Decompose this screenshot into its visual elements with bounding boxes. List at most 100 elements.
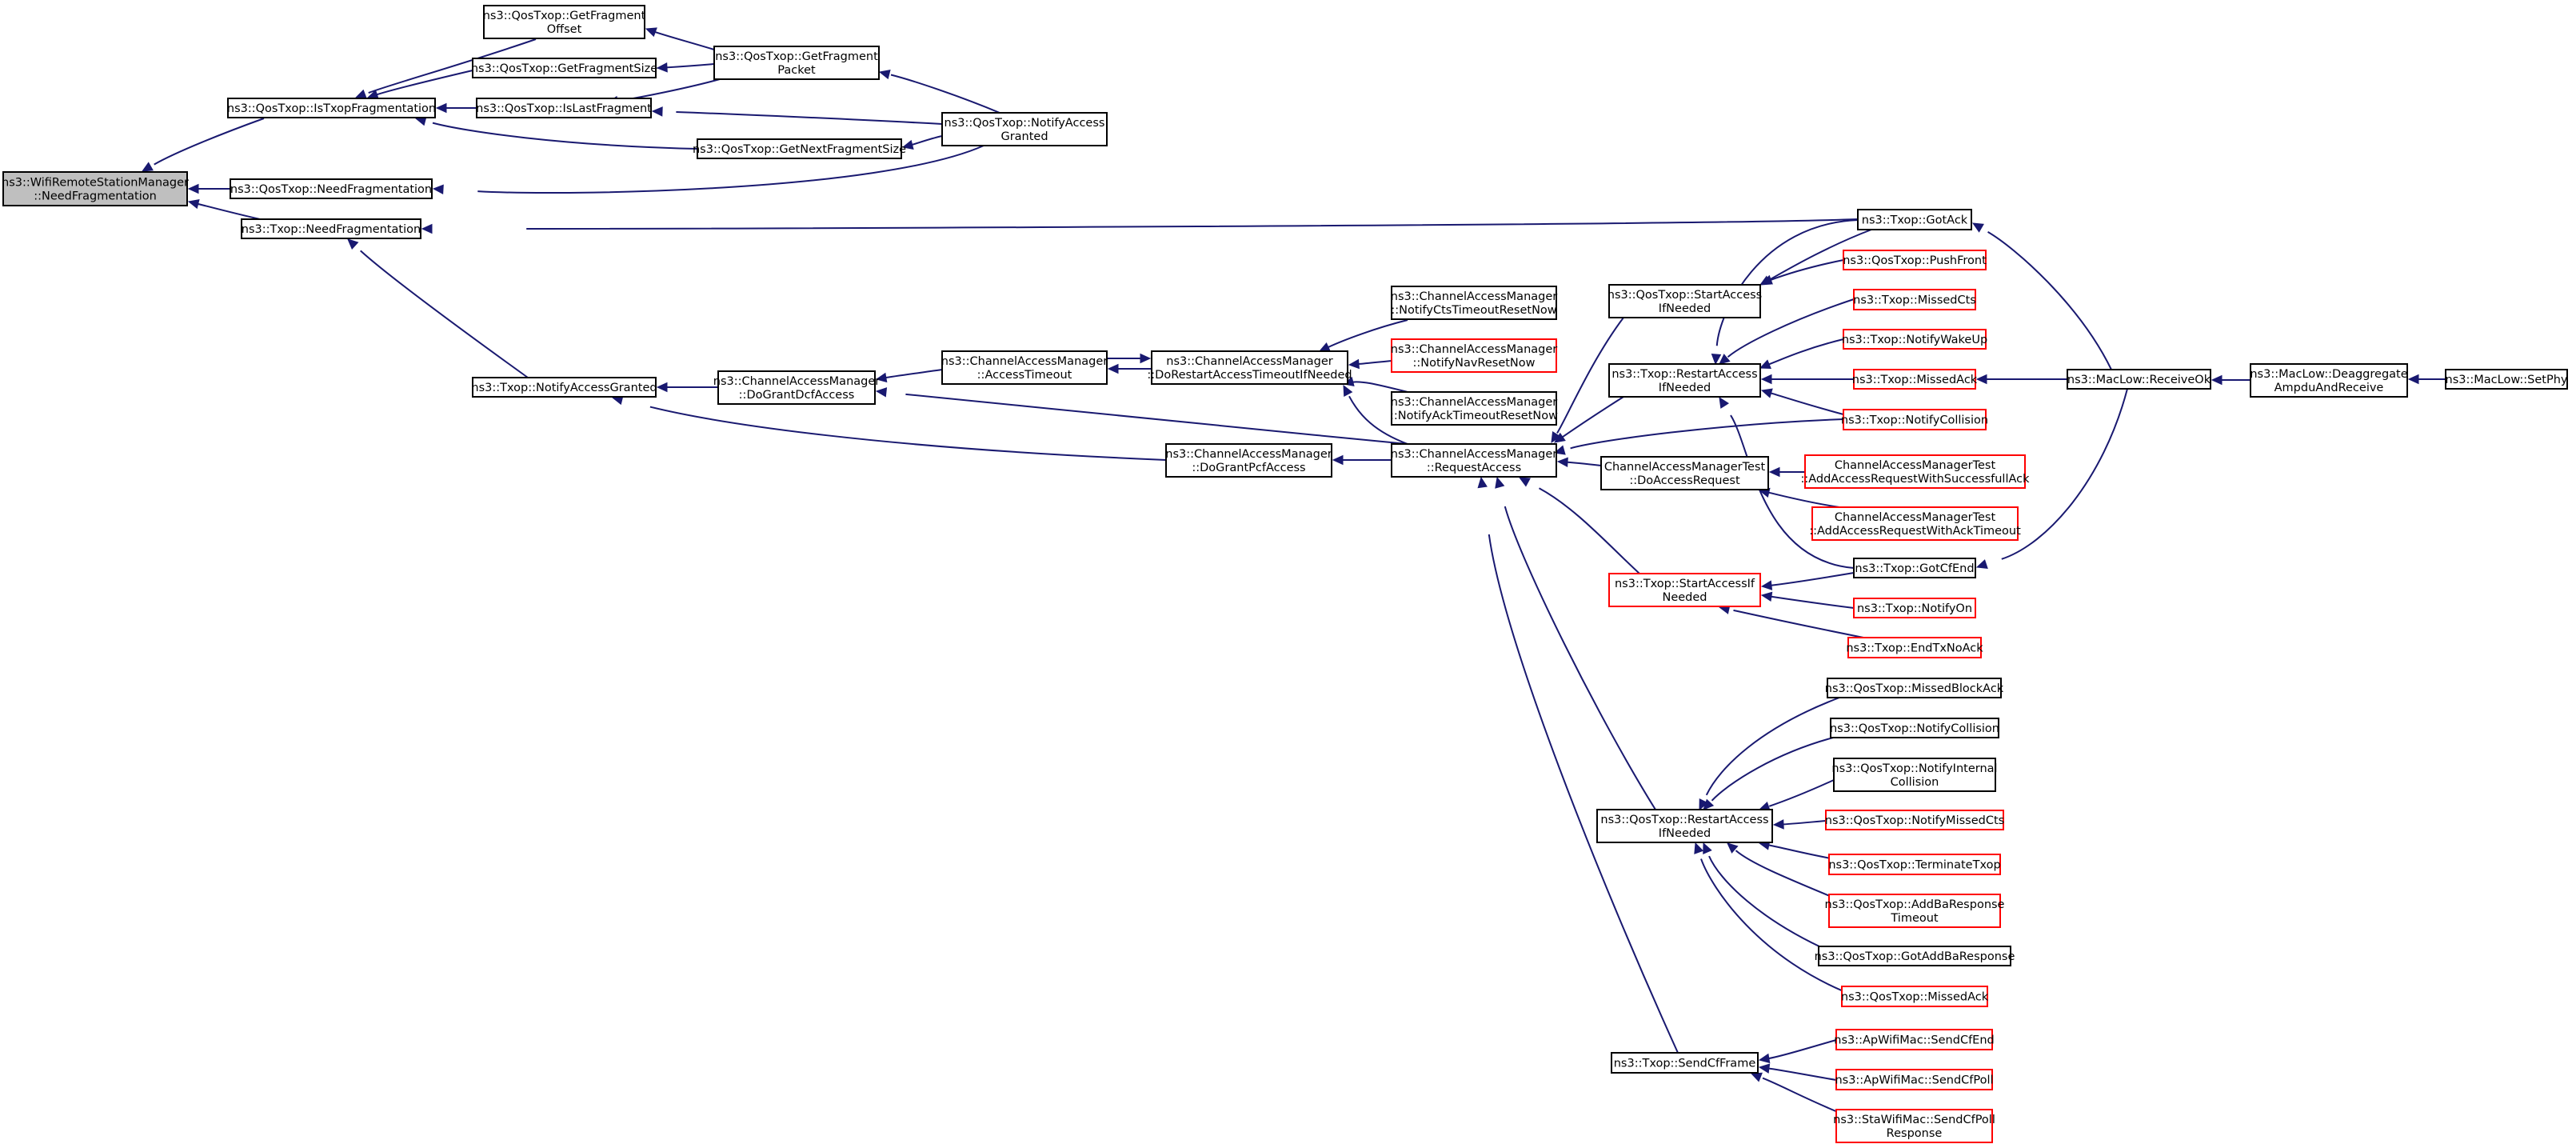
node-label: Needed [1662, 591, 1707, 604]
node-label: IfNeeded [1659, 302, 1711, 315]
node-qNotifyMissedCts[interactable]: ns3::QosTxop::NotifyMissedCts [1825, 810, 2004, 830]
node-box [1843, 409, 1987, 430]
edge-camRequestAccess-to-camDoGrantPcf [1332, 454, 1392, 466]
node-label: ns3::MacLow::Deaggregate [2250, 368, 2407, 381]
node-label: ns3::QosTxop::GotAddBaResponse [1815, 950, 2015, 963]
node-tMissedCts[interactable]: ns3::Txop::MissedCts [1853, 289, 1976, 310]
node-label: ns3::ChannelAccessManager [1391, 448, 1558, 461]
node-qPushFront[interactable]: ns3::QosTxop::PushFront [1843, 250, 1987, 270]
node-tGotAck[interactable]: ns3::Txop::GotAck [1857, 209, 1972, 230]
edge-tRestartAccess-to-camRequestAccess [1554, 396, 1624, 443]
edge-macReceiveOk-to-tGotCfEnd [1975, 388, 2128, 570]
node-label: AmpduAndReceive [2274, 382, 2384, 394]
node-box [1843, 329, 1987, 350]
node-camtTimeout[interactable]: ChannelAccessManagerTest::AddAccessReque… [1809, 506, 2021, 541]
node-box [1818, 946, 2011, 966]
edge-qGetFragPacket-to-qGetFragOffset [645, 27, 715, 50]
edge-camNotifyAck-to-camDoRestart [1342, 376, 1408, 393]
node-label: ns3::QosTxop::NotifyAccess [945, 117, 1105, 130]
node-root[interactable]: ns3::WifiRemoteStationManager::NeedFragm… [2, 171, 189, 206]
edge-tGotCfEnd-to-tRestartAccess [1719, 396, 1855, 569]
node-box [1833, 758, 1996, 792]
edge-tMissedAck-to-tRestartAccess [1760, 374, 1854, 385]
edge-qNotifyAccessGranted-to-qGetNextFragSize [901, 135, 943, 150]
node-tNotifyCollision[interactable]: ns3::Txop::NotifyCollision [1841, 409, 1988, 430]
node-camDoGrantDcf[interactable]: ns3::ChannelAccessManager::DoGrantDcfAcc… [713, 370, 881, 405]
node-box [1825, 810, 2004, 830]
node-camNotifyNav[interactable]: ns3::ChannelAccessManager::NotifyNavRese… [1391, 338, 1558, 373]
node-label: ns3::ApWifiMac::SendCfEnd [1834, 1034, 1995, 1047]
edge-tNotifyCollision-to-camRequestAccess [1553, 418, 1844, 455]
node-tMissedAck[interactable]: ns3::Txop::MissedAck [1852, 369, 1978, 390]
node-qGetFragSize[interactable]: ns3::QosTxop::GetFragmentSize [471, 58, 657, 78]
node-camNotifyCts[interactable]: ns3::ChannelAccessManager::NotifyCtsTime… [1391, 286, 1558, 320]
edge-macSetPhy-to-macDeagg [2407, 374, 2446, 385]
node-tNotifyWakeUp[interactable]: ns3::Txop::NotifyWakeUp [1842, 329, 1987, 350]
node-qTerminateTxop[interactable]: ns3::QosTxop::TerminateTxop [1828, 854, 2001, 875]
edge-tMissedCts-to-tRestartAccess [1719, 298, 1855, 365]
node-camtDoAccess[interactable]: ChannelAccessManagerTest::DoAccessReques… [1600, 456, 1769, 490]
node-label: ns3::ChannelAccessManager [1165, 448, 1332, 461]
node-qGotAddBa[interactable]: ns3::QosTxop::GotAddBaResponse [1815, 946, 2015, 966]
node-apSendCfPoll[interactable]: ns3::ApWifiMac::SendCfPoll [1835, 1069, 1994, 1090]
node-qNotifyCollision[interactable]: ns3::QosTxop::NotifyCollision [1830, 718, 1999, 738]
node-qIsLastFrag[interactable]: ns3::QosTxop::IsLastFragment [476, 98, 652, 118]
edge-qGetFragPacket-to-qGetFragSize [656, 62, 715, 73]
node-camDoGrantPcf[interactable]: ns3::ChannelAccessManager::DoGrantPcfAcc… [1165, 443, 1332, 478]
node-apSendCfEnd[interactable]: ns3::ApWifiMac::SendCfEnd [1834, 1029, 1995, 1050]
node-qMissedBlockAck[interactable]: ns3::QosTxop::MissedBlockAck [1825, 678, 2004, 698]
node-macSetPhy[interactable]: ns3::MacLow::SetPhy [2445, 369, 2568, 390]
node-box [717, 370, 876, 405]
node-label: ns3::Txop::NotifyAccessGranted [471, 382, 657, 394]
node-tNotifyAccessGranted[interactable]: ns3::Txop::NotifyAccessGranted [471, 377, 657, 398]
node-label: ::DoGrantDcfAccess [739, 389, 855, 402]
node-camRequestAccess[interactable]: ns3::ChannelAccessManager::RequestAccess [1391, 443, 1558, 478]
node-tEndTxNoAck[interactable]: ns3::Txop::EndTxNoAck [1846, 637, 1983, 658]
node-label: ns3::ChannelAccessManager [941, 355, 1108, 368]
node-box [1830, 718, 1999, 738]
node-label: ::DoRestartAccessTimeoutIfNeeded [1147, 369, 1352, 382]
node-camAccessTimeout[interactable]: ns3::ChannelAccessManager::AccessTimeout [941, 350, 1108, 385]
node-box [697, 138, 902, 159]
edge-qRestartAccess-to-camRequestAccess [1495, 476, 1656, 810]
node-label: IfNeeded [1659, 827, 1711, 840]
node-label: ::NeedFragmentation [34, 190, 157, 203]
node-qMissedAck[interactable]: ns3::QosTxop::MissedAck [1841, 986, 1989, 1007]
node-label: ns3::Txop::MissedCts [1853, 294, 1976, 307]
node-label: Collision [1891, 776, 1939, 789]
node-tNeedFrag[interactable]: ns3::Txop::NeedFragmentation [241, 218, 421, 239]
node-label: ::DoAccessRequest [1629, 474, 1740, 487]
node-box [1608, 573, 1761, 607]
node-label: ns3::QosTxop::NeedFragmentation [230, 183, 432, 196]
node-label: ns3::ChannelAccessManager [1391, 343, 1558, 356]
node-qGetNextFragSize[interactable]: ns3::QosTxop::GetNextFragmentSize [693, 138, 906, 159]
node-box [941, 112, 1108, 146]
node-label: ChannelAccessManagerTest [1835, 459, 1996, 472]
node-box [227, 98, 436, 118]
edge-qNotifyMissedCts-to-qRestartAccess [1772, 819, 1827, 830]
node-camtSuccess[interactable]: ChannelAccessManagerTest::AddAccessReque… [1800, 454, 2030, 489]
node-tSendCfFrame[interactable]: ns3::Txop::SendCfFrame [1611, 1052, 1759, 1074]
node-tNotifyOn[interactable]: ns3::Txop::NotifyOn [1853, 598, 1976, 618]
node-qNeedFrag[interactable]: ns3::QosTxop::NeedFragmentation [230, 178, 433, 199]
node-camNotifyAck[interactable]: ns3::ChannelAccessManager::NotifyAckTime… [1390, 391, 1558, 426]
node-qNotifyAccessGranted[interactable]: ns3::QosTxop::NotifyAccessGranted [941, 112, 1108, 146]
node-label: ns3::Txop::NeedFragmentation [242, 223, 421, 236]
node-box [1828, 894, 2001, 928]
node-camDoRestart[interactable]: ns3::ChannelAccessManager::DoRestartAcce… [1147, 350, 1352, 385]
node-macReceiveOk[interactable]: ns3::MacLow::ReceiveOk [2067, 369, 2211, 390]
node-label: ::AddAccessRequestWithSuccessfullAck [1800, 473, 2030, 486]
node-qIsTxopFrag[interactable]: ns3::QosTxop::IsTxopFragmentation [227, 98, 436, 118]
node-tGotCfEnd[interactable]: ns3::Txop::GotCfEnd [1853, 558, 1976, 578]
